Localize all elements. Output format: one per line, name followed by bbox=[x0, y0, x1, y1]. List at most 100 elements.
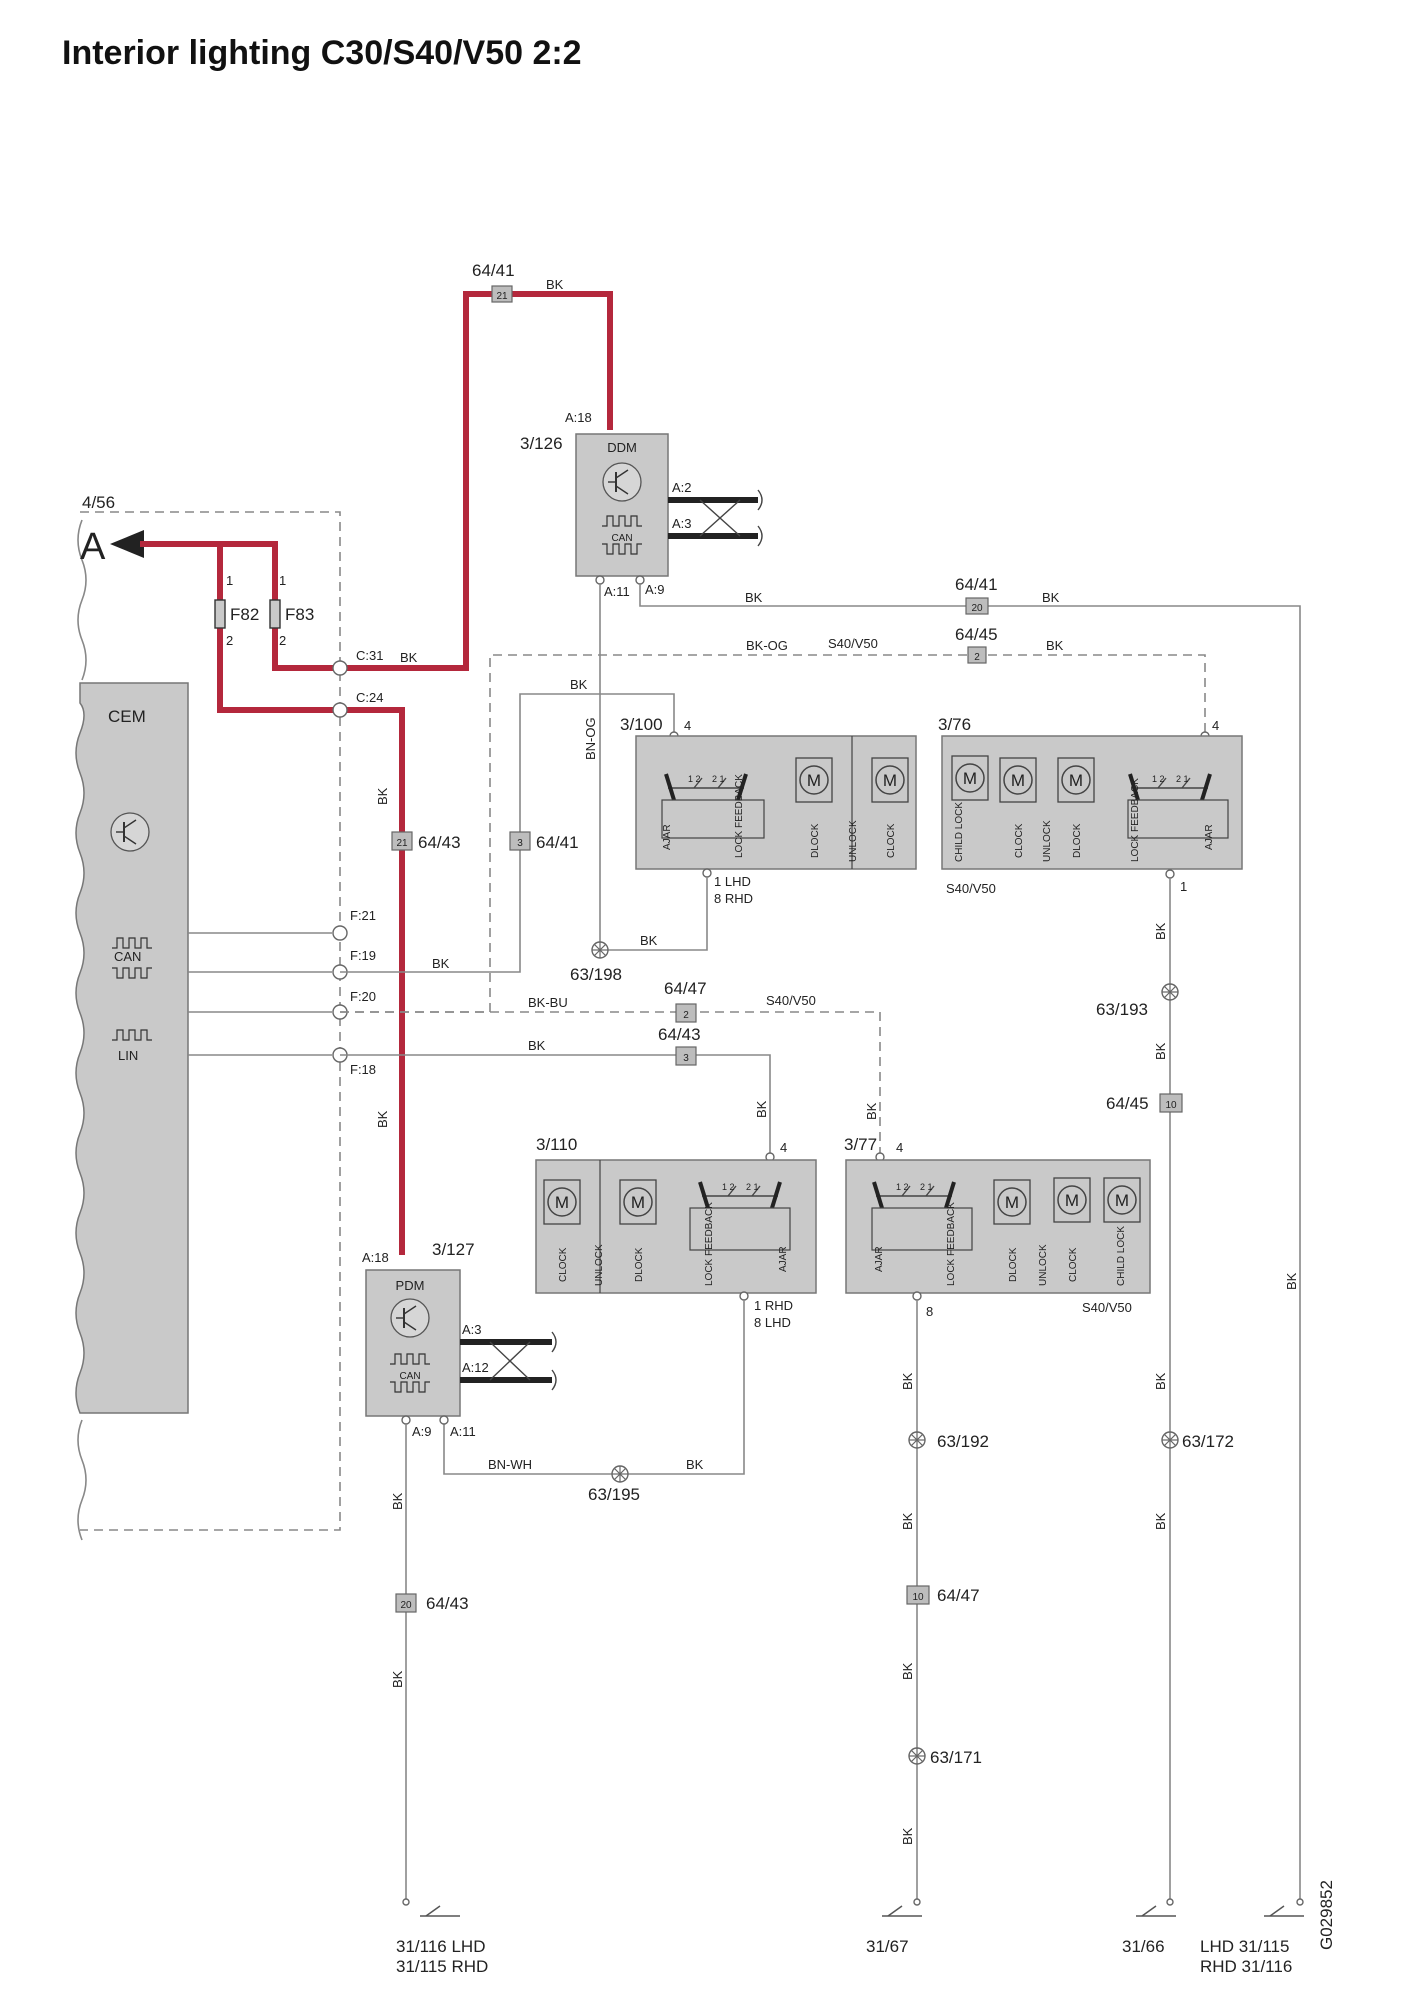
svg-text:BK: BK bbox=[528, 1038, 546, 1053]
fuse-f82: 1 2 F82 bbox=[214, 573, 259, 648]
svg-text:2: 2 bbox=[683, 1010, 689, 1021]
svg-text:63/195: 63/195 bbox=[588, 1485, 640, 1504]
ddm-transistor-icon bbox=[602, 462, 642, 502]
drawing-id: G029852 bbox=[1317, 1880, 1336, 1950]
svg-text:BK: BK bbox=[1153, 922, 1168, 940]
svg-text:BK-OG: BK-OG bbox=[746, 638, 788, 653]
svg-text:1 RHD: 1 RHD bbox=[754, 1298, 793, 1313]
svg-text:S40/V50: S40/V50 bbox=[1082, 1300, 1132, 1315]
svg-text:UNLOCK: UNLOCK bbox=[848, 820, 859, 862]
cem-signal-wires bbox=[188, 932, 332, 1056]
svg-text:LOCK FEEDBACK: LOCK FEEDBACK bbox=[946, 1202, 957, 1286]
svg-text:21: 21 bbox=[496, 291, 508, 302]
svg-text:3/126: 3/126 bbox=[520, 434, 563, 453]
cem-pin-f21 bbox=[332, 925, 348, 941]
svg-text:4: 4 bbox=[780, 1140, 787, 1155]
svg-text:BK: BK bbox=[546, 277, 564, 292]
svg-text:A:18: A:18 bbox=[565, 410, 592, 425]
svg-text:CHILD LOCK: CHILD LOCK bbox=[954, 802, 965, 862]
svg-text:A:3: A:3 bbox=[462, 1322, 482, 1337]
svg-text:F:21: F:21 bbox=[350, 908, 376, 923]
splice-63-192-label: 63/192 bbox=[937, 1432, 989, 1451]
ground-2-icon bbox=[881, 1905, 923, 1917]
svg-text:1: 1 bbox=[279, 573, 286, 588]
ground-1: 31/116 LHD 31/115 RHD bbox=[396, 1880, 488, 1976]
svg-text:BK: BK bbox=[1042, 590, 1060, 605]
svg-text:BK: BK bbox=[900, 1512, 915, 1530]
svg-text:DDM: DDM bbox=[607, 440, 637, 455]
connector-64-41-right bbox=[965, 597, 989, 615]
cem-wavy-edge-bottom bbox=[77, 1419, 87, 1541]
svg-text:10: 10 bbox=[912, 1592, 924, 1603]
ground-2: 31/67 bbox=[866, 1880, 923, 1956]
svg-text:PDM: PDM bbox=[396, 1278, 425, 1293]
svg-text:31/116 LHD: 31/116 LHD bbox=[396, 1937, 485, 1956]
svg-text:20: 20 bbox=[971, 603, 983, 614]
ddm-twisted-pair-icon bbox=[699, 499, 741, 537]
svg-text:BK: BK bbox=[900, 1827, 915, 1845]
svg-text:AJAR: AJAR bbox=[874, 1246, 885, 1272]
svg-text:BK: BK bbox=[1153, 1372, 1168, 1390]
svg-text:8 RHD: 8 RHD bbox=[714, 891, 753, 906]
cem-id: 4/56 bbox=[82, 493, 115, 512]
splice-63-195: 63/195 bbox=[588, 1465, 640, 1504]
svg-text:3/100: 3/100 bbox=[620, 715, 663, 734]
svg-text:S40/V50: S40/V50 bbox=[828, 636, 878, 651]
svg-text:BK: BK bbox=[900, 1662, 915, 1680]
svg-text:A:2: A:2 bbox=[672, 480, 692, 495]
svg-text:64/41: 64/41 bbox=[955, 575, 998, 594]
cem-lin-label: LIN bbox=[118, 1048, 138, 1063]
svg-text:BK: BK bbox=[745, 590, 763, 605]
svg-text:LOCK FEEDBACK: LOCK FEEDBACK bbox=[1130, 778, 1141, 862]
svg-text:BK: BK bbox=[754, 1100, 769, 1118]
pdm-transistor-icon bbox=[390, 1298, 430, 1338]
svg-text:BK: BK bbox=[432, 956, 450, 971]
connector-64-45-right bbox=[1159, 1093, 1183, 1113]
svg-text:63/198: 63/198 bbox=[570, 965, 622, 984]
svg-text:BK-BU: BK-BU bbox=[528, 995, 568, 1010]
svg-text:10: 10 bbox=[1165, 1100, 1177, 1111]
lock-module-3-77: 3/77 4 AJAR LOCK FEEDBACK DLOCK UNLOCK C… bbox=[844, 1135, 1151, 1880]
svg-text:C:24: C:24 bbox=[356, 690, 383, 705]
svg-text:AJAR: AJAR bbox=[1204, 824, 1215, 850]
splice-63-172-label: 63/172 bbox=[1182, 1432, 1234, 1451]
svg-text:CLOCK: CLOCK bbox=[558, 1247, 569, 1282]
svg-text:4: 4 bbox=[896, 1140, 903, 1155]
svg-text:UNLOCK: UNLOCK bbox=[594, 1244, 605, 1286]
svg-text:C:31: C:31 bbox=[356, 648, 383, 663]
svg-text:LHD 31/115: LHD 31/115 bbox=[1200, 1937, 1289, 1956]
splice-63-193-icon bbox=[1161, 983, 1179, 1001]
svg-text:BK: BK bbox=[1046, 638, 1064, 653]
svg-text:DLOCK: DLOCK bbox=[1072, 823, 1083, 858]
svg-text:3: 3 bbox=[517, 838, 523, 849]
svg-text:64/43: 64/43 bbox=[658, 1025, 701, 1044]
mid-wires: 2 64/47 BK-BU S40/V50 3 64/43 BK BK BK bbox=[340, 979, 881, 1155]
ddm-module: A:18 3/126 DDM CAN A:2 A:3 A:11 A:9 bbox=[520, 410, 763, 599]
svg-text:BK: BK bbox=[375, 787, 390, 805]
svg-text:31/67: 31/67 bbox=[866, 1937, 909, 1956]
svg-text:2: 2 bbox=[226, 633, 233, 648]
svg-text:21: 21 bbox=[396, 838, 408, 849]
svg-text:BK: BK bbox=[400, 650, 418, 665]
splice-63-171-label: 63/171 bbox=[930, 1748, 982, 1767]
svg-text:64/43: 64/43 bbox=[418, 833, 461, 852]
svg-text:BK: BK bbox=[864, 1102, 879, 1120]
splice-63-198: 63/198 bbox=[570, 941, 622, 984]
cem-name: CEM bbox=[108, 707, 146, 726]
lock-module-3-110: 3/110 4 CLOCK UNLOCK DLOCK LOCK FEEDBACK… bbox=[443, 1135, 817, 1475]
svg-text:64/47: 64/47 bbox=[937, 1586, 980, 1605]
splice-63-192-icon bbox=[908, 1431, 926, 1449]
splice-63-172-icon bbox=[1161, 1431, 1179, 1449]
svg-text:A:3: A:3 bbox=[672, 516, 692, 531]
fuse-f83-label: F83 bbox=[285, 605, 314, 624]
svg-text:BK: BK bbox=[686, 1457, 704, 1472]
svg-text:BK: BK bbox=[570, 677, 588, 692]
diagram-title: Interior lighting C30/S40/V50 2:2 bbox=[62, 34, 582, 72]
fuse-f83: 1 2 F83 bbox=[269, 573, 314, 648]
svg-text:F:19: F:19 bbox=[350, 948, 376, 963]
svg-text:1 LHD: 1 LHD bbox=[714, 874, 751, 889]
svg-text:A:9: A:9 bbox=[412, 1424, 432, 1439]
svg-text:3/110: 3/110 bbox=[536, 1135, 577, 1154]
svg-text:BK: BK bbox=[375, 1110, 390, 1128]
